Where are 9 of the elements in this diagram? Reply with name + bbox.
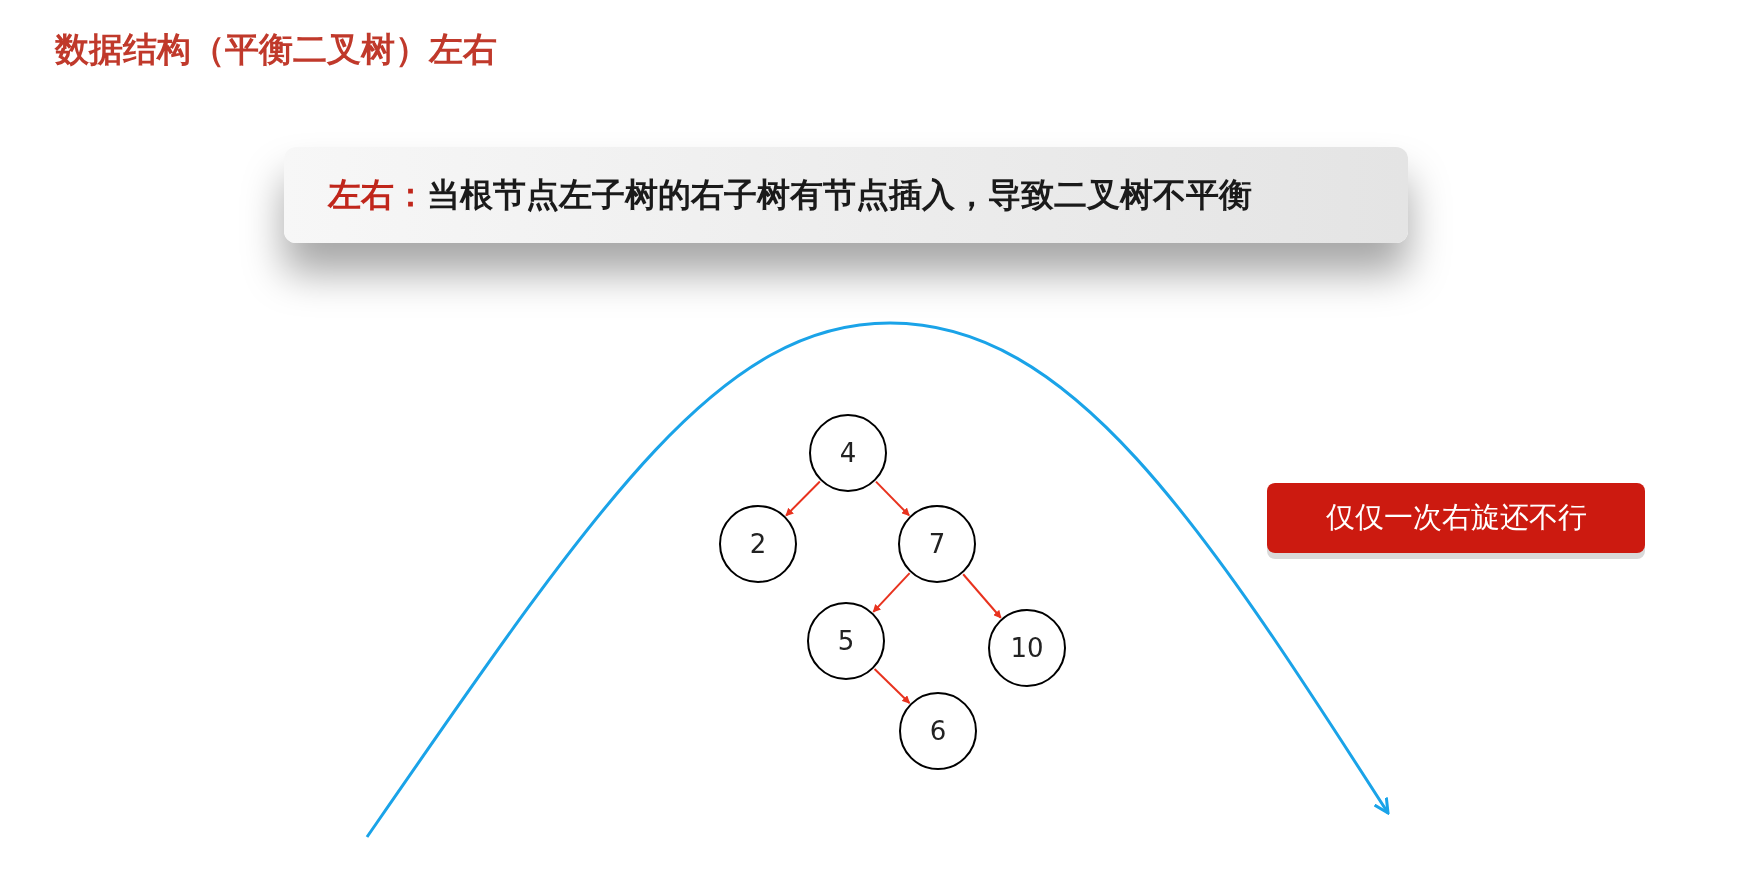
arrow	[873, 667, 911, 705]
definition-banner	[284, 147, 1408, 243]
arrow	[785, 480, 821, 517]
arrow	[872, 572, 911, 613]
arrow	[962, 573, 1002, 619]
arrow	[874, 480, 911, 517]
term-label: 左右：	[328, 174, 427, 217]
definition-text: 当根节点左子树的右子树有节点插入，导致二叉树不平衡	[427, 174, 1252, 217]
title: 数据结构（平衡二叉树）左右	[55, 28, 497, 71]
